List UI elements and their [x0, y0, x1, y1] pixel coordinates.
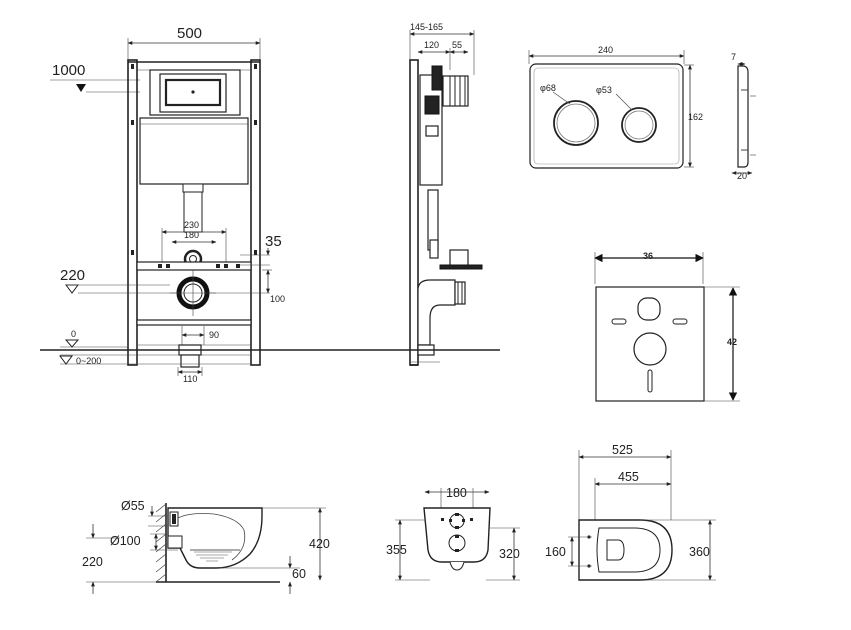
frame-width-label: 500 [177, 25, 202, 42]
frame-front-view: 500 1000 230 180 [40, 25, 390, 384]
floor-range-arrow-icon [59, 355, 73, 365]
side-depth-label: 145-165 [410, 22, 443, 32]
dia-55-label: Ø55 [121, 499, 145, 513]
top-width-455-label: 455 [618, 470, 639, 484]
dim-110-label: 110 [183, 374, 197, 384]
back-height-320-label: 320 [499, 547, 520, 561]
dia-large-label: φ68 [540, 83, 556, 93]
plate-height-label: 162 [688, 112, 703, 122]
dia-100-label: Ø100 [110, 534, 141, 548]
access-panel-view: 36 42 [594, 251, 740, 402]
flush-button-large [553, 100, 599, 146]
dim-230-label: 230 [184, 220, 199, 230]
height-220-label: 220 [82, 555, 103, 569]
dia-small-label: φ53 [596, 85, 612, 95]
top-width-160-label: 160 [545, 545, 566, 559]
dim-180-label: 180 [184, 230, 199, 240]
flush-button-small [621, 107, 657, 143]
frame-side-view: 145-165 120 55 [390, 22, 500, 366]
panel-width-label: 36 [643, 251, 653, 261]
flush-plate-view: 240 162 φ68 φ53 7 20 [528, 45, 756, 181]
height-420-label: 420 [309, 537, 330, 551]
level-1000-label: 1000 [52, 62, 85, 79]
dim-100-label: 100 [270, 294, 285, 304]
level-220-arrow-icon [65, 284, 79, 294]
floor-range-label: 0~200 [76, 356, 101, 366]
top-width-525-label: 525 [612, 443, 633, 457]
level-220-label: 220 [60, 267, 85, 284]
plate-thickness-top-label: 7 [731, 52, 736, 62]
bowl-back-view: 180 355 320 [386, 486, 520, 581]
level-1000-arrow-icon [76, 84, 86, 92]
back-height-355-label: 355 [386, 543, 407, 557]
plate-width-label: 240 [598, 45, 613, 55]
bowl-top-view: 525 455 160 360 [545, 443, 716, 581]
bowl-side-view: Ø55 Ø100 220 420 60 [82, 499, 330, 594]
level-0-label: 0 [71, 329, 76, 339]
plate-thickness-bottom-label: 20 [737, 171, 747, 181]
dim-90-label: 90 [209, 330, 219, 340]
side-d55-label: 55 [452, 40, 462, 50]
top-width-360-label: 360 [689, 545, 710, 559]
back-width-180-label: 180 [446, 486, 467, 500]
side-d120-label: 120 [424, 40, 439, 50]
flush-plate [529, 63, 684, 169]
level-0-arrow-icon [64, 339, 80, 348]
dim-35-label: 35 [265, 233, 282, 250]
height-60-label: 60 [292, 567, 306, 581]
panel-height-label: 42 [727, 337, 737, 347]
